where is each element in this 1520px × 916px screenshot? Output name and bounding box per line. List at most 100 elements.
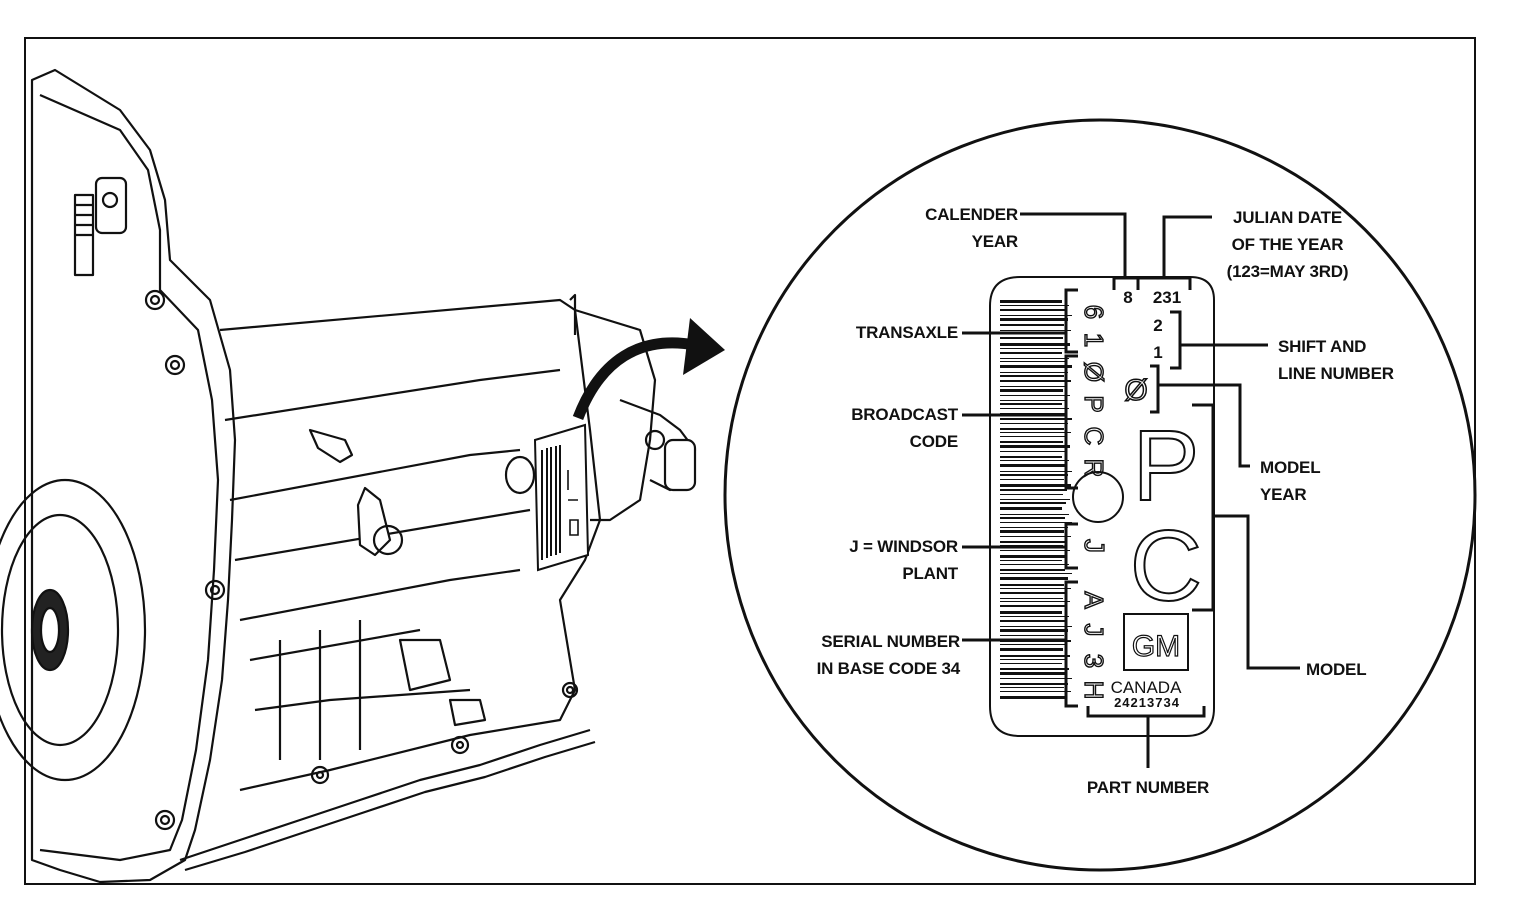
serial-number-chars: A J 3 H: [1078, 591, 1109, 700]
barcode-stripe: [1000, 365, 1072, 368]
barcode-stripe: [1000, 687, 1064, 688]
barcode-stripe: [1000, 395, 1070, 396]
barcode-stripe: [1000, 517, 1065, 519]
calender-year-digit: 8: [1123, 288, 1132, 307]
barcode-stripe: [1000, 309, 1065, 311]
line-digit: 1: [1153, 343, 1162, 362]
callout-transaxle: TRANSAXLE: [800, 319, 958, 346]
callout-line: YEAR: [1260, 485, 1307, 504]
barcode-stripe: [1000, 668, 1069, 670]
barcode-stripe: [1000, 375, 1064, 377]
barcode-stripe: [1000, 629, 1068, 632]
barcode-stripe: [1000, 514, 1069, 515]
tag-mount-hole: [1072, 471, 1124, 523]
serial-char: H: [1079, 681, 1109, 700]
barcode-stripe: [1000, 536, 1071, 537]
barcode-stripe: [1000, 428, 1064, 430]
barcode-stripe: [1000, 527, 1068, 528]
barcode-stripe: [1000, 418, 1072, 420]
barcode-stripe: [1000, 696, 1067, 699]
broadcast-code-chars: Ø P C R: [1078, 361, 1109, 478]
callout-line: CALENDER: [925, 205, 1018, 224]
callout-part-number: PART NUMBER: [1068, 774, 1228, 801]
callout-line: IN BASE CODE 34: [816, 659, 961, 678]
barcode-stripe: [1000, 389, 1063, 392]
barcode-stripe: [1000, 564, 1069, 565]
barcode-stripe: [1000, 361, 1065, 362]
callout-line: (123=MAY 3RD): [1226, 262, 1349, 281]
barcode-stripe: [1000, 403, 1062, 405]
barcode-stripe: [1000, 400, 1066, 401]
barcode-stripe: [1000, 499, 1070, 500]
barcode-stripe: [1000, 484, 1071, 487]
barcode-stripe: [1000, 408, 1069, 409]
shift-digit: 2: [1153, 316, 1162, 335]
barcode-stripe: [1000, 494, 1063, 495]
barcode-stripe: [1000, 423, 1068, 424]
barcode-stripe: [1000, 659, 1066, 660]
callout-line: OF THE YEAR: [1231, 235, 1344, 254]
callout-line: JULIAN DATE: [1233, 208, 1342, 227]
callout-windsor-plant: J = WINDSOR PLANT: [800, 533, 958, 587]
julian-date-digits: 231: [1153, 288, 1181, 307]
barcode-stripe: [1000, 672, 1065, 675]
callout-line: TRANSAXLE: [855, 323, 958, 342]
barcode-stripe: [1000, 315, 1072, 316]
transaxle-illustration: [0, 68, 697, 884]
barcode-stripe: [1000, 436, 1067, 437]
barcode-stripe: [1000, 655, 1070, 657]
barcode-stripe: [1000, 441, 1063, 443]
barcode-stripe: [1000, 324, 1064, 326]
barcode-stripe: [1000, 460, 1069, 461]
callout-line: J = WINDSOR: [849, 537, 958, 556]
barcode-stripe: [1000, 522, 1072, 523]
barcode-stripe: [1000, 479, 1064, 480]
callout-broadcast-code: BROADCAST CODE: [800, 401, 958, 455]
broadcast-char: Ø: [1079, 362, 1109, 382]
barcode-stripe: [1000, 471, 1072, 472]
callout-line: BROADCAST: [851, 405, 958, 424]
leader-lines: [962, 212, 1300, 768]
callout-julian-date: JULIAN DATE OF THE YEAR (123=MAY 3RD): [1205, 204, 1370, 285]
barcode-stripe: [1000, 605, 1066, 607]
barcode-stripe: [1000, 584, 1064, 586]
plant-char: J: [1079, 539, 1110, 553]
barcode-stripe: [1000, 569, 1065, 571]
country-label: CANADA: [1111, 678, 1183, 697]
callout-serial-number: SERIAL NUMBER IN BASE CODE 34: [780, 628, 961, 682]
barcode-stripe: [1000, 573, 1072, 574]
callout-line: PART NUMBER: [1086, 778, 1210, 797]
barcode-stripe: [1000, 507, 1062, 510]
broadcast-char: C: [1079, 427, 1109, 446]
barcode-stripe: [1000, 380, 1071, 382]
callout-line: LINE NUMBER: [1278, 364, 1394, 383]
callout-line: PLANT: [902, 564, 958, 583]
callout-calender-year: CALENDER YEAR: [880, 201, 1018, 255]
transaxle-digit: 6: [1079, 305, 1109, 319]
barcode-stripe: [1000, 348, 1066, 349]
model-year-char: Ø: [1124, 374, 1147, 407]
barcode-stripe: [1000, 620, 1065, 622]
barcode-stripe: [1000, 352, 1062, 354]
barcode-stripe: [1000, 611, 1062, 614]
barcode-stripe: [1000, 598, 1063, 599]
barcode-stripe: [1000, 343, 1070, 346]
barcode-stripe: [1000, 300, 1062, 303]
callout-shift-line: SHIFT AND LINE NUMBER: [1278, 333, 1428, 387]
broadcast-char: R: [1079, 459, 1109, 478]
barcode-stripe: [1000, 541, 1067, 543]
callout-model: MODEL: [1306, 656, 1406, 683]
barcode-stripe: [1000, 691, 1071, 692]
barcode-stripe: [1000, 550, 1070, 551]
barcode-stripe: [1000, 626, 1072, 627]
barcode-stripe: [1000, 386, 1067, 387]
barcode-stripe: [1000, 530, 1064, 533]
barcode-stripe: [1000, 555, 1066, 558]
barcode-stripe: [1000, 644, 1067, 645]
gm-logo: GM: [1132, 630, 1180, 663]
barcode-stripe: [1000, 663, 1062, 664]
barcode-stripe: [1000, 358, 1069, 359]
callout-line: SERIAL NUMBER: [821, 632, 960, 651]
barcode-stripe: [1000, 456, 1062, 458]
